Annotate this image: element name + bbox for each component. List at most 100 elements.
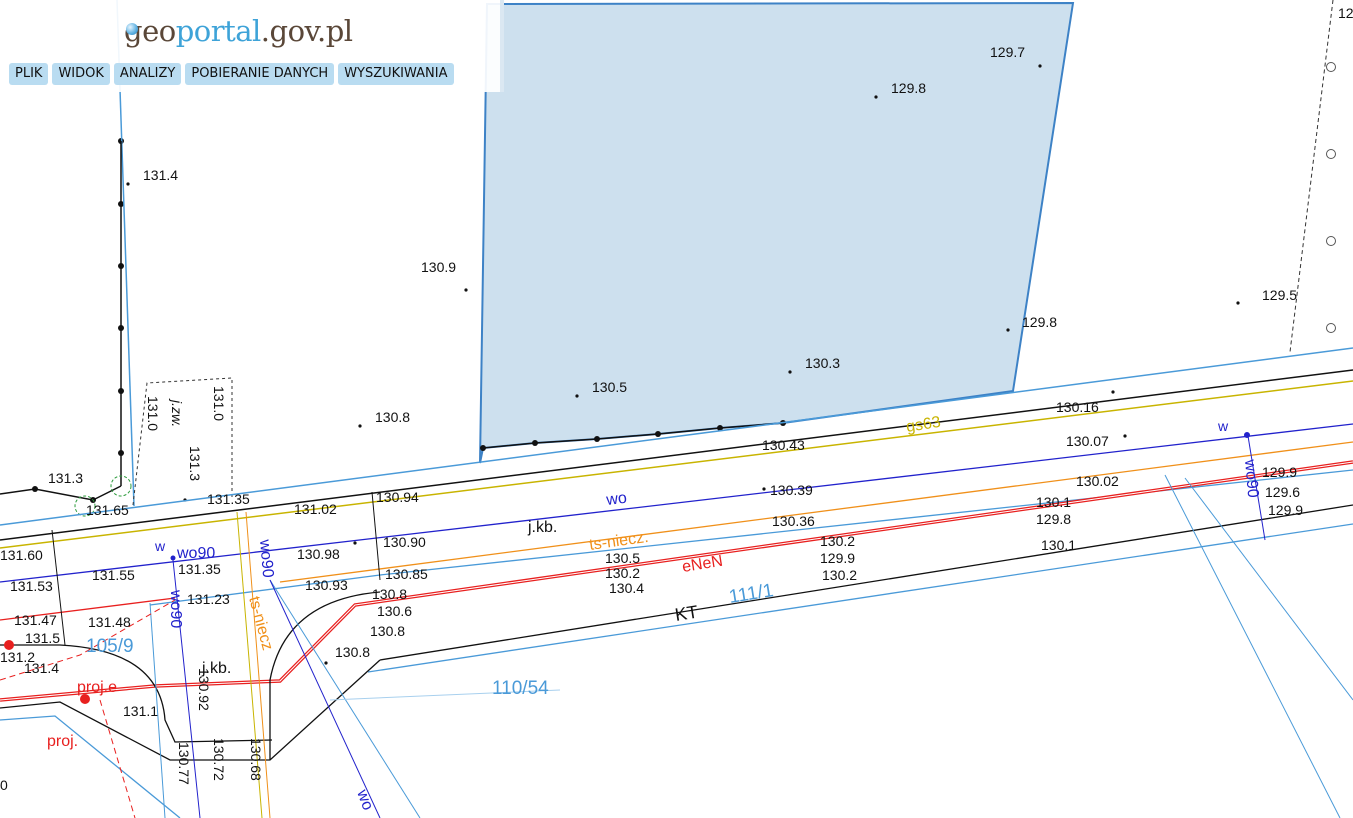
- elevation-label: 131.3: [48, 470, 83, 486]
- elevation-label: 130.2: [822, 567, 857, 583]
- menu-widok[interactable]: WIDOK: [52, 63, 110, 85]
- label-jkb: j.kb.: [527, 519, 557, 536]
- parcel-number: 111/1: [727, 580, 774, 608]
- label-proj: proj.e: [77, 679, 117, 696]
- elevation-label: 130.6: [377, 603, 412, 619]
- building-outline: [132, 377, 233, 506]
- elevation-label: 130.43: [762, 437, 805, 453]
- elevation-label: 131.35: [178, 561, 221, 577]
- elevation-label: 131.35: [207, 491, 250, 507]
- elevation-label: 130.85: [385, 566, 428, 582]
- label-gas: gs63: [905, 414, 942, 436]
- water-node: [170, 555, 176, 561]
- menu-wyszukiwania[interactable]: WYSZUKIWANIA: [338, 63, 454, 85]
- elevation-label: 131.55: [92, 567, 135, 583]
- main-menu: PLIK WIDOK ANALIZY POBIERANIE DANYCH WYS…: [9, 63, 454, 85]
- elevation-label: 131.23: [187, 591, 230, 607]
- fence-line: [0, 485, 122, 501]
- parcel-number: 105/9: [86, 636, 134, 657]
- elevation-label: 129.8: [1022, 314, 1057, 330]
- selected-parcel[interactable]: [479, 1, 1075, 464]
- elevation-label: 131.65: [86, 502, 129, 518]
- elevation-label: 130.77: [176, 742, 192, 785]
- elevation-label: 130.5: [605, 550, 640, 566]
- elevation-label: 130.36: [772, 513, 815, 529]
- elevation-label: 131.0: [145, 396, 161, 431]
- label-kt: KT: [673, 602, 699, 625]
- elevation-label: 130.8: [335, 644, 370, 660]
- label-water: wo90: [176, 545, 215, 562]
- elevation-label: 131.60: [0, 547, 43, 563]
- app-header: geoportal.gov.pl PLIK WIDOK ANALIZY POBI…: [0, 0, 504, 92]
- elevation-label: 130.8: [375, 409, 410, 425]
- elevation-label: 131.5: [25, 630, 60, 646]
- elevation-label: 131.47: [14, 612, 57, 628]
- label-jkb: j.kb.: [201, 660, 231, 677]
- elevation-label: 130.98: [297, 546, 340, 562]
- elevation-labels: 129.7 129.8 131.4 130.9 129.5 129.8 130.…: [0, 5, 1353, 793]
- elevation-label: 131.02: [294, 501, 337, 517]
- label-water: wo: [353, 787, 376, 813]
- elevation-label: 130.1: [1041, 537, 1076, 553]
- menu-pobieranie-danych[interactable]: POBIERANIE DANYCH: [185, 63, 335, 85]
- elevation-label: 129.5: [1262, 287, 1297, 303]
- elevation-label: 130.72: [211, 738, 227, 781]
- elevation-label: 129.9: [1262, 464, 1297, 480]
- elevation-label: 130.68: [248, 738, 264, 781]
- elevation-label: 0: [0, 777, 8, 793]
- elevation-label: 130.92: [196, 668, 212, 711]
- geoportal-logo[interactable]: geoportal.gov.pl: [124, 14, 353, 48]
- globe-icon: [126, 23, 138, 35]
- logo-text: portal: [175, 14, 262, 48]
- parcel-edge: [482, 422, 784, 449]
- elevation-label: 130.4: [609, 580, 644, 596]
- elevation-label: 130.2: [605, 565, 640, 581]
- elevation-label: 130.8: [370, 623, 405, 639]
- elevation-label: 129.7: [990, 44, 1025, 60]
- elevation-label: 12: [1338, 5, 1353, 21]
- label-sewer: ts-niecz: [245, 595, 276, 653]
- elevation-label: 131.4: [143, 167, 178, 183]
- map-labels: j.zw. j.kb. j.kb. KT 111/1 105/9 110/54 …: [47, 398, 1261, 813]
- elevation-label: 130.9: [421, 259, 456, 275]
- road-lines: [0, 347, 1353, 818]
- elevation-label: 131.0: [211, 386, 227, 421]
- elevation-label: 130.16: [1056, 399, 1099, 415]
- elevation-label: 129.8: [891, 80, 926, 96]
- label-water: wo90: [1241, 458, 1261, 499]
- elevation-label: 129.6: [1265, 484, 1300, 500]
- elevation-label: 130.3: [805, 355, 840, 371]
- elevation-label: 129.8: [1036, 511, 1071, 527]
- elevation-label: 130.02: [1076, 473, 1119, 489]
- dashed-boundary: [1289, 0, 1334, 353]
- elevation-label: 131.3: [187, 446, 203, 481]
- elevation-label: 130.1: [1036, 494, 1071, 510]
- label-water: w: [1217, 418, 1229, 434]
- label-power: eNeN: [681, 553, 724, 576]
- elevation-label: 131.53: [10, 578, 53, 594]
- menu-analizy[interactable]: ANALIZY: [113, 63, 182, 85]
- logo-text: .gov.pl: [260, 14, 353, 48]
- label-proj: proj.: [47, 733, 78, 750]
- menu-plik[interactable]: PLIK: [9, 63, 49, 85]
- parcel-number: 110/54: [492, 678, 549, 699]
- label-water: wo90: [256, 538, 276, 579]
- elevation-label: 130.93: [305, 577, 348, 593]
- elevation-label: 131.4: [24, 660, 59, 676]
- elevation-label: 131.2: [0, 649, 35, 665]
- label-water: w: [154, 538, 166, 554]
- elevation-label: 130.90: [383, 534, 426, 550]
- tree-symbols: [74, 62, 1336, 517]
- label-water: wo90: [167, 589, 184, 628]
- power-node: [80, 694, 90, 704]
- label-jzw: j.zw.: [169, 398, 185, 427]
- power-node: [4, 640, 14, 650]
- elevation-label: 130.07: [1066, 433, 1109, 449]
- elevation-label: 130.8: [372, 586, 407, 602]
- water-node: [1244, 432, 1250, 438]
- elevation-label: 130.94: [376, 489, 419, 505]
- elevation-label: 130.5: [592, 379, 627, 395]
- elevation-label: 130.2: [820, 533, 855, 549]
- elevation-label: 131.48: [88, 614, 131, 630]
